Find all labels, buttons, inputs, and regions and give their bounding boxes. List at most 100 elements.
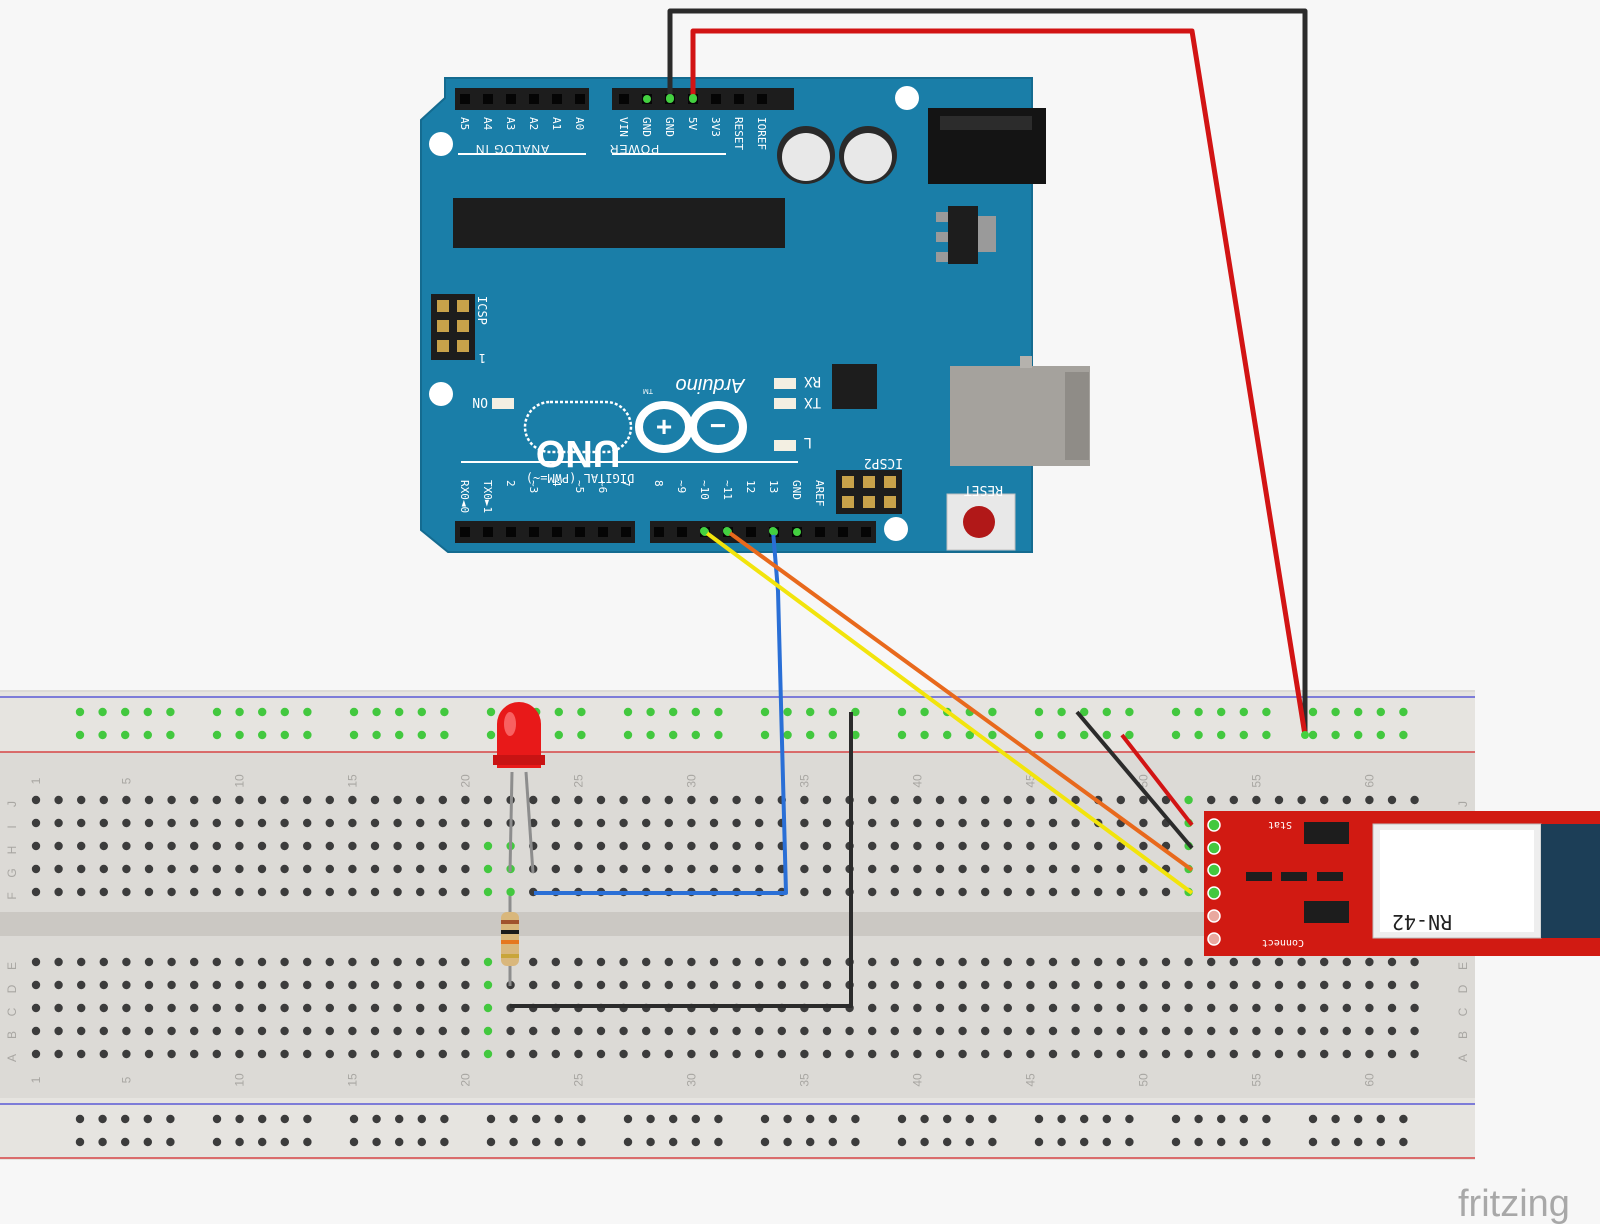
breadboard-hole <box>190 957 199 967</box>
breadboard-hole <box>800 980 809 990</box>
breadboard-hole <box>1071 818 1080 828</box>
breadboard-hole <box>822 957 832 967</box>
rail-hole <box>349 730 359 740</box>
breadboard-hole <box>483 818 493 828</box>
rail-hole <box>1125 1114 1134 1124</box>
breadboard-hole <box>1184 980 1193 990</box>
breadboard-hole <box>1184 1003 1193 1013</box>
breadboard-hole <box>596 1049 606 1059</box>
rn42-smd <box>1317 872 1343 881</box>
breadboard-hole <box>709 980 719 990</box>
breadboard-hole <box>348 1026 357 1036</box>
breadboard-hole <box>348 841 357 851</box>
breadboard-hole <box>529 795 538 805</box>
analog-pin-label: A5 <box>458 117 471 130</box>
breadboard-hole <box>144 1026 154 1036</box>
breadboard-hole <box>551 864 560 874</box>
mounting-hole <box>884 517 908 541</box>
breadboard-hole <box>619 1026 628 1036</box>
capacitor-top <box>844 133 892 181</box>
breadboard-hole <box>1071 795 1080 805</box>
breadboard-hole <box>958 818 967 828</box>
breadboard-hole <box>800 795 809 805</box>
column-number-bottom: 50 <box>1136 1073 1150 1087</box>
rail-hole <box>646 730 655 740</box>
row-letter: G <box>5 868 19 877</box>
l-led-label: L <box>804 434 812 450</box>
breadboard-hole <box>687 1049 696 1059</box>
breadboard-hole <box>958 1026 967 1036</box>
breadboard-hole <box>1229 1003 1239 1013</box>
breadboard-hole <box>212 1026 221 1036</box>
rail-hole <box>669 1137 678 1147</box>
wires <box>510 8 1309 1008</box>
breadboard-hole <box>393 980 402 990</box>
breadboard-hole <box>1229 1049 1239 1059</box>
breadboard-hole <box>483 957 493 967</box>
row-letter: I <box>5 825 19 828</box>
breadboard-hole <box>303 1049 312 1059</box>
column-number-bottom: 30 <box>684 1073 698 1087</box>
breadboard-hole <box>235 887 244 897</box>
breadboard-hole <box>619 795 628 805</box>
rail-hole <box>806 1137 815 1147</box>
breadboard-hole <box>1139 864 1148 874</box>
rail-hole <box>143 707 152 717</box>
rail-hole <box>303 1137 312 1147</box>
breadboard-hole <box>958 841 967 851</box>
breadboard-hole <box>732 864 741 874</box>
breadboard-hole <box>1320 980 1329 990</box>
reset-button-cap[interactable] <box>963 506 995 538</box>
breadboard-hole <box>1026 887 1035 897</box>
breadboard-hole <box>574 841 583 851</box>
breadboard-hole <box>31 818 41 828</box>
breadboard-hole <box>77 980 86 990</box>
rail-hole <box>806 1114 815 1124</box>
breadboard-hole <box>483 1049 493 1059</box>
rn42-pins <box>1207 818 1221 946</box>
breadboard-hole <box>212 980 221 990</box>
rail-hole <box>258 707 267 717</box>
breadboard-hole <box>438 957 447 967</box>
breadboard-hole <box>981 795 990 805</box>
rail-hole <box>212 1137 222 1147</box>
breadboard-hole <box>257 957 267 967</box>
breadboard-hole <box>732 818 741 828</box>
breadboard-hole <box>1365 980 1374 990</box>
breadboard-hole <box>348 957 357 967</box>
rail-hole <box>1331 730 1340 740</box>
connected-pin <box>643 95 651 103</box>
rail-hole <box>280 1137 289 1147</box>
rail-hole <box>486 1114 496 1124</box>
breadboard-hole <box>393 887 402 897</box>
rail-hole <box>691 1137 700 1147</box>
header-pin <box>757 94 767 104</box>
breadboard-hole <box>461 887 470 897</box>
breadboard-hole <box>981 818 990 828</box>
breadboard-hole <box>348 795 357 805</box>
breadboard-hole <box>1410 795 1419 805</box>
breadboard-hole <box>1003 795 1012 805</box>
breadboard-hole <box>438 1003 447 1013</box>
breadboard-hole <box>574 864 583 874</box>
resistor-band <box>501 954 519 958</box>
breadboard-hole <box>1139 957 1148 967</box>
icsp-pin <box>457 320 469 332</box>
rail-hole <box>166 707 175 717</box>
breadboard-hole <box>1161 980 1171 990</box>
breadboard-hole <box>393 795 402 805</box>
rail-hole <box>1308 1137 1318 1147</box>
breadboard-hole <box>348 818 357 828</box>
rail-hole <box>920 707 929 717</box>
breadboard-hole <box>935 1026 945 1036</box>
breadboard-hole <box>755 864 764 874</box>
breadboard-hole <box>1387 1049 1397 1059</box>
breadboard-hole <box>935 887 945 897</box>
breadboard-hole <box>167 864 176 874</box>
header-pin <box>575 527 585 537</box>
breadboard-hole <box>235 1026 244 1036</box>
breadboard-hole <box>438 841 447 851</box>
breadboard-hole <box>1297 957 1306 967</box>
breadboard-hole <box>1094 841 1103 851</box>
rail-hole <box>303 1114 312 1124</box>
